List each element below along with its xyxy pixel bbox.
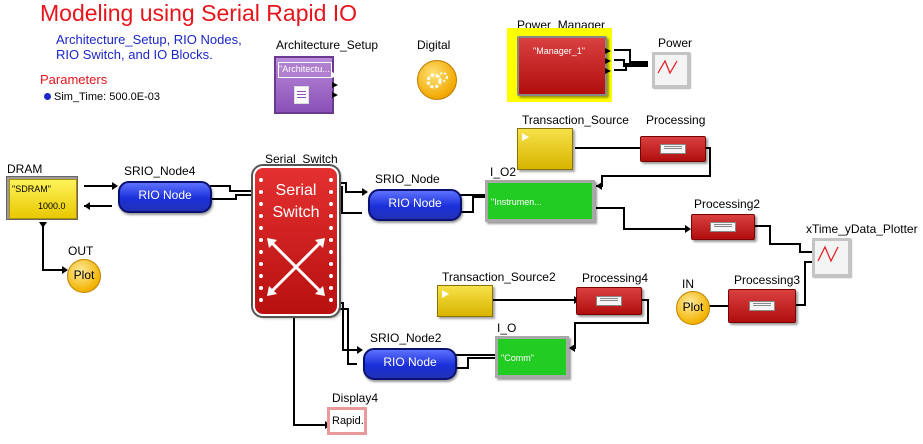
- dram-text: "SDRAM": [12, 184, 51, 194]
- digital-block[interactable]: [417, 60, 457, 100]
- parameters-heading: Parameters: [40, 72, 108, 87]
- in-label: IN: [682, 277, 694, 291]
- power-manager-block[interactable]: "Manager_1": [517, 36, 611, 96]
- in-plot-block[interactable]: Plot: [676, 291, 710, 325]
- processing3-label: Processing3: [734, 273, 801, 287]
- processing-label: Processing: [646, 113, 706, 127]
- architecture-setup-block[interactable]: "Architectu...: [274, 56, 338, 114]
- srio-node-block[interactable]: RIO Node: [368, 189, 462, 221]
- digital-label: Digital: [417, 38, 451, 52]
- document-icon: [294, 86, 309, 104]
- switch-cross-icon: [259, 178, 333, 302]
- display4-label: Display4: [332, 391, 379, 405]
- io2-label: I_O2: [490, 165, 517, 179]
- plotter-label: xTime_yData_Plotter: [806, 222, 918, 236]
- output-port: [605, 48, 611, 54]
- output-port: [332, 82, 338, 88]
- output-port: [332, 72, 338, 78]
- processing3-block[interactable]: [728, 289, 796, 323]
- processing4-label: Processing4: [582, 271, 649, 285]
- model-description: Architecture_Setup, RIO Nodes, RIO Switc…: [56, 32, 242, 62]
- power-label: Power: [658, 36, 693, 50]
- srio-node2-label: SRIO_Node2: [370, 331, 442, 345]
- architecture-setup-text: "Architectu...: [278, 62, 332, 78]
- parameter-item[interactable]: Sim_Time: 500.0E-03: [44, 91, 160, 103]
- io-block[interactable]: "Comm": [495, 336, 569, 378]
- window-icon: [749, 301, 775, 311]
- serial-switch-text: Switch: [272, 204, 320, 221]
- srio-node-label: SRIO_Node: [375, 172, 440, 186]
- io-label: I_O: [497, 321, 517, 335]
- waveform-icon: [817, 245, 839, 263]
- srio-node2-block[interactable]: RIO Node: [363, 348, 457, 380]
- processing-block[interactable]: [640, 136, 706, 162]
- architecture-setup-label: Architecture_Setup: [276, 38, 379, 52]
- serial-switch-block[interactable]: Serial Switch: [251, 164, 341, 318]
- parameter-text: Sim_Time: 500.0E-03: [54, 91, 160, 103]
- window-icon: [596, 296, 622, 306]
- processing4-block[interactable]: [576, 287, 642, 315]
- waveform-icon: [657, 59, 678, 75]
- window-icon: [710, 222, 736, 232]
- io2-block[interactable]: "Instrumen...: [485, 180, 595, 222]
- srio-node4-label: SRIO_Node4: [124, 164, 196, 178]
- display4-block[interactable]: Rapid...: [327, 407, 367, 435]
- srio-node4-block[interactable]: RIO Node: [118, 181, 212, 213]
- output-port: [605, 58, 611, 64]
- play-icon: [522, 133, 529, 141]
- bullet-icon: [44, 93, 51, 100]
- transaction-source-label: Transaction_Source: [522, 113, 629, 127]
- output-port: [605, 68, 611, 74]
- dram-value: 1000.0: [38, 201, 66, 211]
- power-manager-text: "Manager_1": [533, 46, 585, 56]
- serial-switch-text: Serial: [275, 182, 317, 199]
- power-plotter[interactable]: [652, 52, 690, 88]
- play-icon: [442, 290, 449, 298]
- out-plot-block[interactable]: Plot: [67, 259, 101, 293]
- processing2-block[interactable]: [691, 214, 755, 240]
- processing2-label: Processing2: [694, 197, 761, 211]
- dram-block[interactable]: "SDRAM" 1000.0: [6, 176, 78, 220]
- transaction-source2-block[interactable]: [437, 285, 493, 317]
- gears-icon: [426, 72, 448, 89]
- xtime-ydata-plotter[interactable]: [812, 238, 851, 277]
- window-icon: [660, 144, 686, 154]
- transaction-source-block[interactable]: [517, 128, 573, 170]
- transaction-source2-label: Transaction_Source2: [442, 270, 556, 284]
- out-label: OUT: [68, 244, 94, 258]
- serial-switch-label: Serial_Switch: [265, 152, 338, 166]
- page-title: Modeling using Serial Rapid IO: [40, 0, 358, 26]
- output-port: [332, 92, 338, 98]
- dram-label: DRAM: [7, 162, 43, 176]
